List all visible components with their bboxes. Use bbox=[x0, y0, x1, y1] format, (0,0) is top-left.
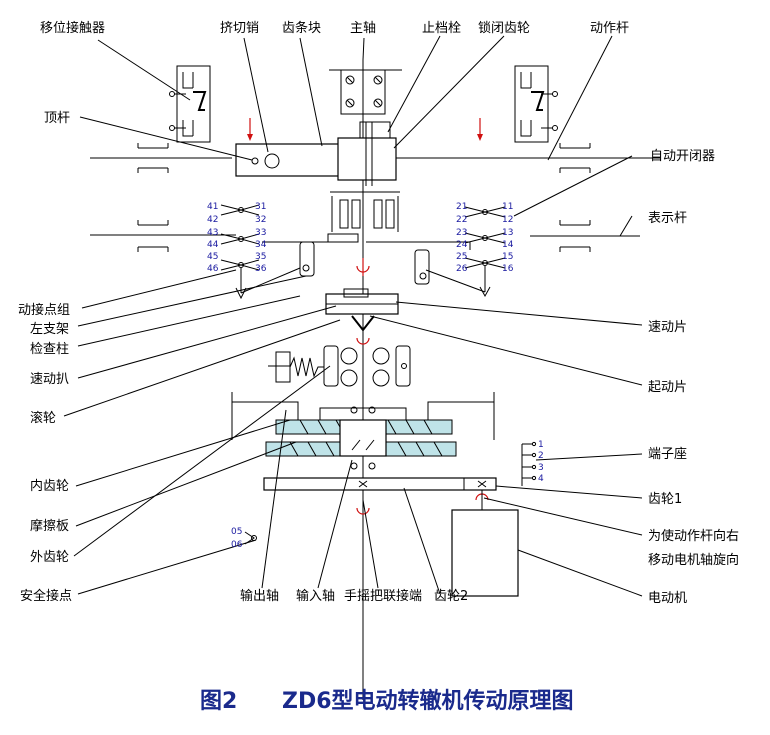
figure-number: 图2 bbox=[200, 689, 237, 714]
contact-number: 13 bbox=[502, 228, 513, 238]
action-rod bbox=[90, 121, 660, 186]
contact-number: 21 bbox=[456, 202, 467, 212]
contact-number: 24 bbox=[456, 240, 468, 250]
fast-acting-pawl bbox=[268, 345, 339, 387]
contact-number: 45 bbox=[207, 252, 218, 262]
safety-contact-number: 05 bbox=[231, 527, 242, 537]
figure-title: ZD6型电动转辙机传动原理图 bbox=[282, 688, 574, 714]
contact-number: 44 bbox=[207, 240, 219, 250]
label-start-piece: 起动片 bbox=[648, 380, 687, 395]
contact-number: 22 bbox=[456, 215, 467, 225]
contact-number: 15 bbox=[502, 252, 513, 262]
label-inner-gear: 内齿轮 bbox=[30, 478, 69, 494]
rollers bbox=[340, 345, 411, 387]
safety-contact-number: 06 bbox=[231, 540, 243, 550]
label-roller: 滚轮 bbox=[30, 410, 56, 426]
label-friction-plate: 摩擦板 bbox=[30, 518, 69, 534]
label-rotation-note-2: 移动电机轴旋向 bbox=[648, 552, 739, 568]
label-moving-contact-group: 动接点组 bbox=[18, 302, 70, 318]
rotation-arrow-upper bbox=[356, 258, 370, 276]
label-terminal-block: 端子座 bbox=[648, 447, 687, 462]
label-outer-gear: 外齿轮 bbox=[30, 550, 69, 565]
contact-number: 32 bbox=[255, 215, 266, 225]
contact-number: 11 bbox=[502, 202, 513, 212]
gear-bar bbox=[263, 477, 497, 515]
label-hand-crank-end: 手摇把联接端 bbox=[344, 588, 422, 604]
label-push-rod: 顶杆 bbox=[44, 111, 70, 126]
label-gear-1: 齿轮1 bbox=[648, 492, 682, 507]
label-rotation-note-1: 为使动作杆向右 bbox=[648, 528, 739, 544]
contact-number: 35 bbox=[255, 252, 266, 262]
label-check-post: 检查柱 bbox=[30, 342, 69, 357]
label-gear-2: 齿轮2 bbox=[434, 589, 468, 604]
contact-number: 16 bbox=[502, 264, 514, 274]
contact-number: 12 bbox=[502, 215, 513, 225]
contact-number: 31 bbox=[255, 202, 266, 212]
left-contact-group bbox=[220, 204, 315, 300]
contact-number: 26 bbox=[456, 264, 468, 274]
contact-number: 33 bbox=[255, 228, 266, 238]
label-output-shaft: 输出轴 bbox=[240, 588, 279, 604]
label-input-shaft: 输入轴 bbox=[296, 588, 335, 604]
label-fast-pawl: 速动扒 bbox=[30, 372, 69, 387]
label-stop-bolt: 止档栓 bbox=[422, 21, 461, 36]
gear-housing bbox=[231, 392, 495, 470]
start-piece-assembly bbox=[325, 288, 399, 345]
label-rack-block: 齿条块 bbox=[282, 20, 321, 36]
label-action-rod: 动作杆 bbox=[590, 21, 629, 36]
contact-number: 34 bbox=[255, 240, 267, 250]
contact-number: 36 bbox=[255, 264, 267, 274]
terminal-number: 3 bbox=[538, 463, 544, 473]
safety-contacts bbox=[244, 531, 257, 545]
label-locking-gear: 锁闭齿轮 bbox=[478, 20, 530, 36]
terminal-number: 4 bbox=[538, 474, 544, 484]
contact-number: 42 bbox=[207, 215, 218, 225]
label-shift-contactor: 移位接触器 bbox=[40, 20, 105, 36]
label-indication-rod: 表示杆 bbox=[648, 211, 687, 226]
label-safety-contact: 安全接点 bbox=[20, 588, 72, 604]
terminal-number: 2 bbox=[538, 451, 544, 461]
label-left-bracket: 左支架 bbox=[30, 322, 69, 337]
left-shift-contactor bbox=[169, 65, 253, 143]
label-shear-pin: 挤切销 bbox=[220, 21, 259, 36]
terminal-number: 1 bbox=[538, 440, 544, 450]
label-motor: 电动机 bbox=[648, 591, 687, 606]
right-contact-group bbox=[414, 206, 506, 298]
contact-number: 41 bbox=[207, 202, 218, 212]
leader-lines bbox=[63, 35, 643, 597]
motor bbox=[451, 490, 519, 597]
contact-number: 25 bbox=[456, 252, 467, 262]
contact-number: 43 bbox=[207, 228, 218, 238]
terminal-block bbox=[521, 441, 537, 486]
contact-number: 46 bbox=[207, 264, 219, 274]
label-auto-switch: 自动开闭器 bbox=[650, 149, 715, 164]
contact-number: 14 bbox=[502, 240, 514, 250]
right-shift-contactor bbox=[477, 65, 558, 143]
contact-number: 23 bbox=[456, 228, 467, 238]
indication-rod bbox=[90, 220, 640, 252]
auto-switch-block bbox=[330, 191, 400, 232]
label-main-shaft: 主轴 bbox=[350, 21, 376, 36]
label-fast-piece: 速动片 bbox=[648, 320, 687, 335]
